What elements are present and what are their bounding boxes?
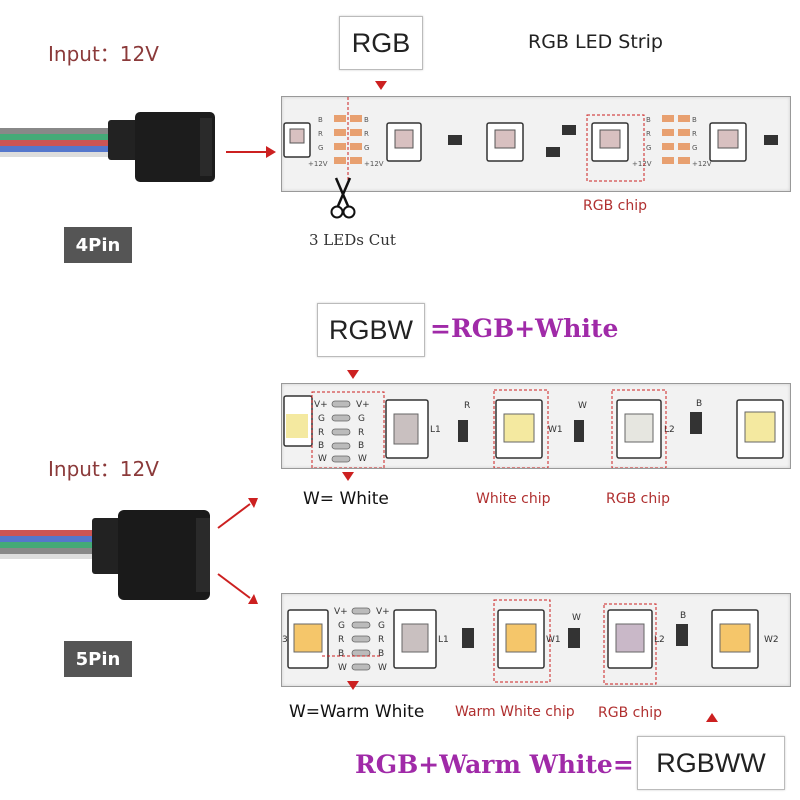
- rgbw-equation: =RGB+White: [430, 314, 619, 343]
- svg-text:B: B: [646, 116, 651, 124]
- svg-text:V+: V+: [334, 607, 348, 617]
- svg-text:R: R: [464, 401, 470, 411]
- svg-text:G: G: [692, 144, 697, 152]
- svg-text:R: R: [318, 428, 324, 438]
- 4pin-connector-illustration: [0, 112, 276, 182]
- svg-text:B: B: [696, 399, 702, 409]
- svg-text:W: W: [572, 613, 581, 623]
- svg-text:G: G: [646, 144, 651, 152]
- svg-text:+12V: +12V: [364, 160, 384, 168]
- ww-pointer-arrow: [347, 681, 359, 690]
- svg-text:V+: V+: [376, 607, 390, 617]
- svg-text:W: W: [378, 663, 387, 673]
- rgb-strip-graphic: B R G +12V B R G +12V B R G +12V B R G +…: [283, 97, 778, 187]
- svg-text:G: G: [364, 144, 369, 152]
- svg-text:R: R: [364, 130, 369, 138]
- rgbw-pointer-arrow: [347, 370, 359, 379]
- svg-text:L1: L1: [438, 635, 449, 645]
- svg-text:L1: L1: [430, 425, 441, 435]
- svg-text:B: B: [358, 441, 364, 451]
- 4pin-badge: 4Pin: [64, 227, 132, 263]
- svg-text:R: R: [692, 130, 697, 138]
- cut-instruction: 3 LEDs Cut: [309, 231, 396, 249]
- rgb-chip-label-top: RGB chip: [583, 198, 647, 214]
- svg-text:G: G: [318, 144, 323, 152]
- svg-text:W: W: [318, 454, 327, 464]
- warm-white-chip-label: Warm White chip: [455, 704, 575, 720]
- svg-text:G: G: [358, 414, 365, 424]
- input-voltage-label-bottom: Input：12V: [48, 457, 159, 481]
- svg-text:B: B: [338, 649, 344, 659]
- white-chip-label: White chip: [476, 491, 551, 507]
- rgb-chip-label-rgbw: RGB chip: [606, 491, 670, 507]
- svg-text:W2: W2: [764, 635, 779, 645]
- rgbww-pointer-arrow: [706, 713, 718, 722]
- svg-text:W: W: [358, 454, 367, 464]
- svg-text:G: G: [378, 621, 385, 631]
- rgbww-equation: RGB+Warm White=: [355, 750, 634, 779]
- w-white-label: W= White: [303, 489, 389, 509]
- scissors-icon: [330, 177, 356, 219]
- svg-text:R: R: [646, 130, 651, 138]
- svg-text:B: B: [364, 116, 369, 124]
- svg-text:R: R: [378, 635, 384, 645]
- svg-text:L2: L2: [664, 425, 675, 435]
- w-pointer-arrow: [342, 472, 354, 481]
- svg-text:B: B: [378, 649, 384, 659]
- svg-text:+12V: +12V: [632, 160, 652, 168]
- svg-text:+12V: +12V: [308, 160, 328, 168]
- 5pin-connector-illustration: [0, 498, 258, 604]
- svg-text:R: R: [318, 130, 323, 138]
- svg-text:W1: W1: [546, 635, 561, 645]
- pad-letter: B: [318, 116, 323, 124]
- w-warm-white-label: W=Warm White: [289, 702, 425, 722]
- svg-text:L2: L2: [654, 635, 665, 645]
- rgb-type-box: RGB: [339, 16, 423, 70]
- svg-text:B: B: [692, 116, 697, 124]
- svg-text:B: B: [680, 611, 686, 621]
- svg-text:V+: V+: [356, 400, 370, 410]
- input-voltage-label-top: Input：12V: [48, 42, 159, 66]
- rgb-chip-label-rgbww: RGB chip: [598, 705, 662, 721]
- svg-text:R: R: [358, 428, 364, 438]
- svg-text:G: G: [338, 621, 345, 631]
- rgbw-type-box: RGBW: [317, 303, 425, 357]
- svg-text:B: B: [318, 441, 324, 451]
- svg-text:W: W: [578, 401, 587, 411]
- svg-text:G: G: [318, 414, 325, 424]
- rgbww-type-box: RGBWW: [637, 736, 785, 790]
- svg-text:3: 3: [282, 635, 288, 645]
- svg-text:W: W: [338, 663, 347, 673]
- svg-text:V+: V+: [314, 400, 328, 410]
- svg-text:R: R: [338, 635, 344, 645]
- 5pin-badge: 5Pin: [64, 641, 132, 677]
- strip-title: RGB LED Strip: [528, 31, 663, 53]
- rgb-led-strip: B R G +12V B R G +12V B R G +12V B R G +…: [281, 96, 791, 192]
- svg-text:+12V: +12V: [692, 160, 712, 168]
- svg-text:W1: W1: [548, 425, 563, 435]
- rgb-pointer-arrow: [375, 81, 387, 90]
